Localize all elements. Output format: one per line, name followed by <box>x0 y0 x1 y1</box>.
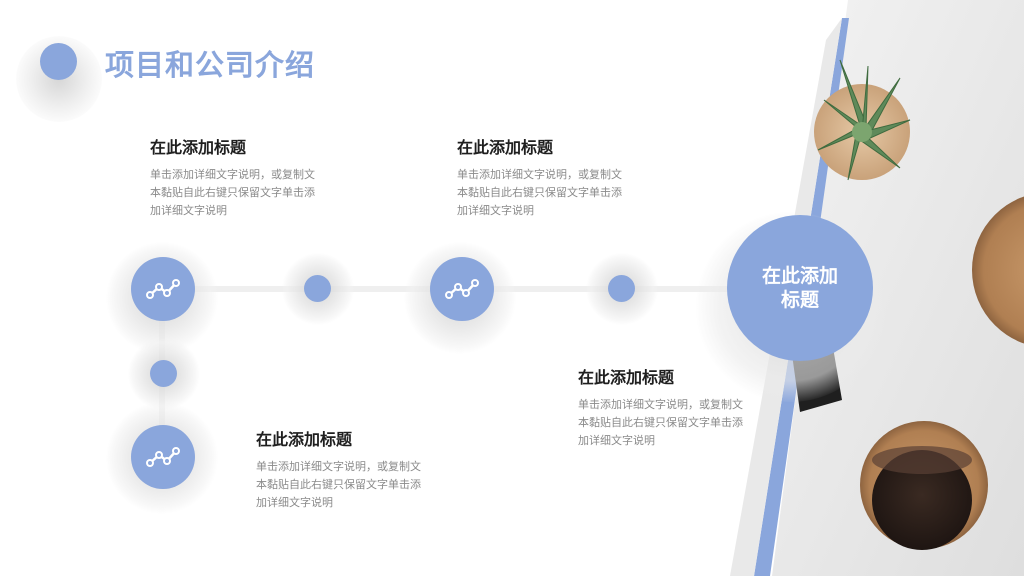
timeline-node-1[interactable] <box>131 257 195 321</box>
block-description[interactable]: 单击添加详细文字说明，或复制文本黏贴自此右键只保留文字单击添加详细文字说明 <box>457 168 622 217</box>
page-title: 项目和公司介绍 <box>105 48 316 82</box>
timeline-dot-3[interactable] <box>150 360 177 387</box>
text-block-2: 在此添加标题 单击添加详细文字说明，或复制文本黏贴自此右键只保留文字单击添加详细… <box>457 134 632 220</box>
block-title[interactable]: 在此添加标题 <box>457 138 554 157</box>
center-node[interactable]: 在此添加标题 <box>727 215 873 361</box>
block-title[interactable]: 在此添加标题 <box>150 138 247 157</box>
trend-line-icon <box>445 279 479 299</box>
block-description[interactable]: 单击添加详细文字说明，或复制文本黏贴自此右键只保留文字单击添加详细文字说明 <box>578 398 743 447</box>
center-node-label: 在此添加标题 <box>761 265 838 311</box>
block-title[interactable]: 在此添加标题 <box>578 368 675 387</box>
timeline-node-2[interactable] <box>430 257 494 321</box>
block-description[interactable]: 单击添加详细文字说明，或复制文本黏贴自此右键只保留文字单击添加详细文字说明 <box>150 168 315 217</box>
trend-line-icon <box>146 447 180 467</box>
trend-line-icon <box>146 279 180 299</box>
timeline-dot-2[interactable] <box>608 275 635 302</box>
text-block-3: 在此添加标题 单击添加详细文字说明，或复制文本黏贴自此右键只保留文字单击添加详细… <box>578 364 753 450</box>
timeline-node-3[interactable] <box>131 425 195 489</box>
text-block-1: 在此添加标题 单击添加详细文字说明，或复制文本黏贴自此右键只保留文字单击添加详细… <box>150 134 325 220</box>
title-dot <box>40 43 77 80</box>
timeline-dot-1[interactable] <box>304 275 331 302</box>
block-title[interactable]: 在此添加标题 <box>256 430 353 449</box>
block-description[interactable]: 单击添加详细文字说明，或复制文本黏贴自此右键只保留文字单击添加详细文字说明 <box>256 460 421 509</box>
text-block-4: 在此添加标题 单击添加详细文字说明，或复制文本黏贴自此右键只保留文字单击添加详细… <box>256 426 431 512</box>
